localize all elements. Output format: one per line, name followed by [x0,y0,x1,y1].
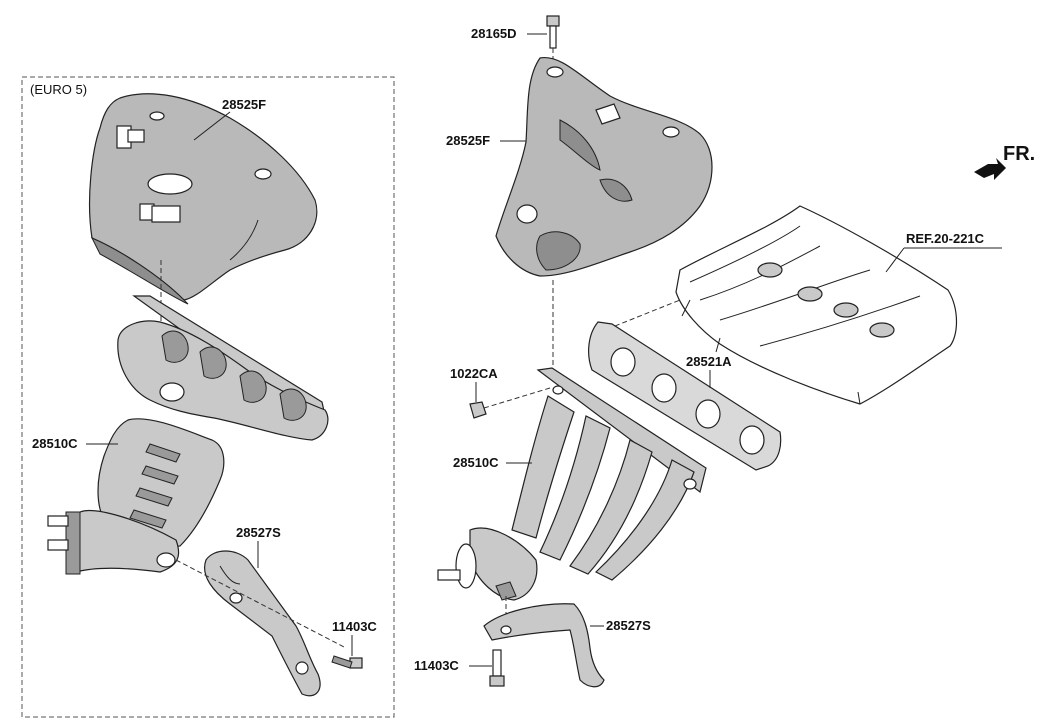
bracket-left[interactable] [204,550,321,697]
label-reference: REF.20-221C [906,231,985,246]
label-bolt-left: 11403C [332,619,377,634]
bolt-left[interactable] [331,655,363,669]
label-front: FR. [1003,143,1035,165]
heat-protector-right[interactable] [495,56,713,277]
label-bolt-top: 28165D [471,26,517,41]
exhaust-manifold-right[interactable] [437,367,707,601]
label-bracket-left: 28527S [236,525,281,540]
nut[interactable] [469,401,487,419]
euro5-variant-box: (EURO 5) [21,76,395,718]
label-bracket-right: 28527S [606,618,651,633]
label-manifold-right: 28510C [453,455,499,470]
label-heat-protector-left: 28525F [222,97,266,112]
front-indicator: FR. [974,143,1035,180]
label-heat-protector-right: 28525F [446,133,490,148]
heat-protector-left[interactable] [88,93,318,305]
front-arrow-icon [974,158,1006,180]
exhaust-manifold-left[interactable] [47,295,329,575]
cylinder-head-reference [675,205,958,405]
label-bolt-right: 11403C [414,658,459,673]
gasket[interactable] [588,321,782,471]
bracket-right[interactable] [483,603,605,688]
bolt-top[interactable] [546,15,560,49]
label-gasket: 28521A [686,354,732,369]
label-nut: 1022CA [450,366,498,381]
bolt-right[interactable] [489,649,505,687]
label-manifold-left: 28510C [32,436,78,451]
euro5-label: (EURO 5) [30,82,87,97]
